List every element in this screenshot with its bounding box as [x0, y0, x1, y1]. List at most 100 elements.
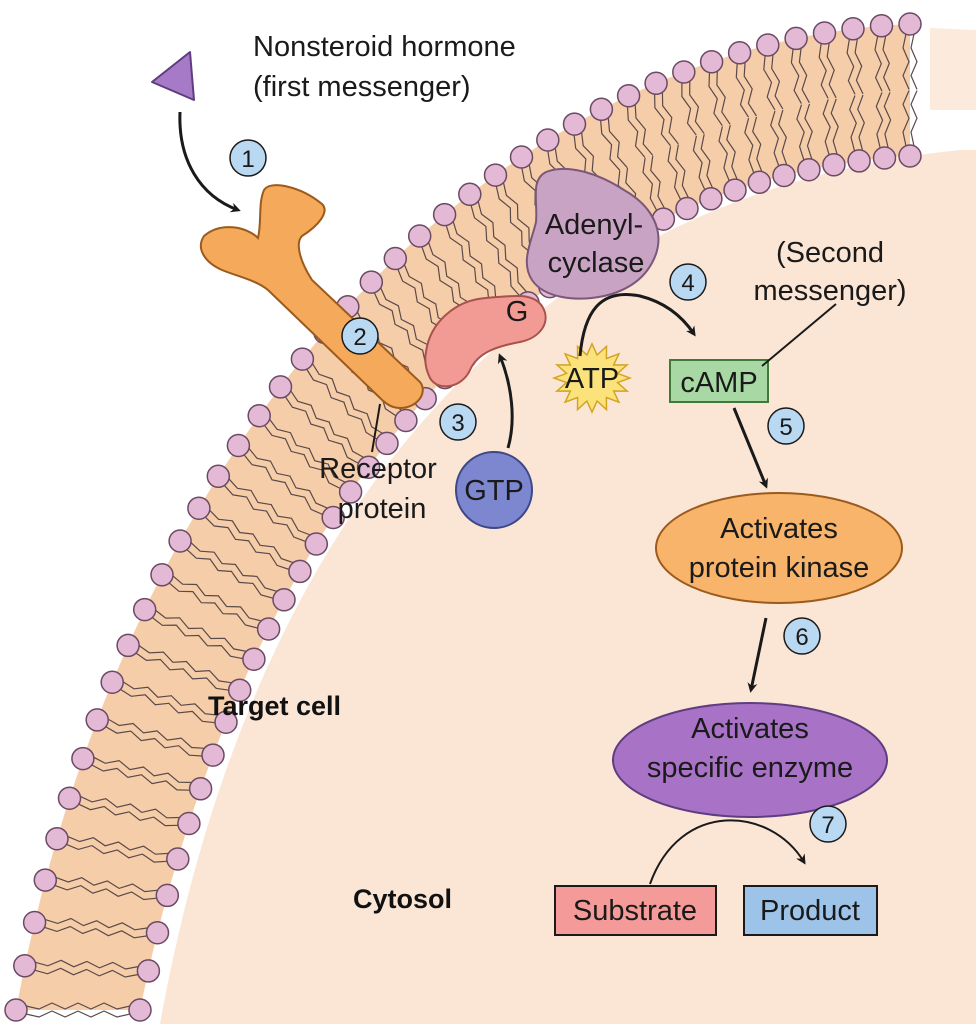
lipid-head: [33, 868, 58, 892]
lipid-tail: [168, 582, 216, 604]
step-badge-7: 7: [809, 805, 847, 843]
lipid-tail: [716, 70, 731, 125]
lipid-bilayer: [4, 12, 922, 1022]
lipid-tail: [223, 484, 268, 512]
lipid-tail: [105, 726, 156, 742]
lipid-head: [132, 597, 157, 622]
lipid-head: [187, 496, 211, 520]
step-number-1: 1: [241, 146, 254, 173]
lipid-tail: [86, 960, 139, 970]
lipid-tail: [67, 835, 119, 847]
lipid-head: [201, 743, 225, 767]
step-badge-2: 2: [341, 317, 379, 355]
lipid-head: [256, 617, 281, 641]
lipid-tail: [830, 98, 839, 155]
lipid-head: [116, 633, 140, 658]
lipid-head: [699, 187, 723, 211]
lipid-head: [128, 998, 152, 1022]
kinase-label-line2: protein kinase: [689, 552, 870, 584]
product-label: Product: [760, 895, 860, 927]
lipid-tail: [155, 609, 203, 630]
lipid-tail: [201, 627, 247, 652]
lipid-tail: [770, 110, 780, 167]
lipid-tail: [306, 368, 345, 403]
lipid-tail: [95, 928, 148, 939]
atp-label: ATP: [565, 363, 619, 395]
lipid-tail: [138, 644, 187, 663]
lipid-tail: [373, 292, 408, 332]
lipid-tail: [122, 681, 172, 698]
lipid-head: [304, 532, 329, 556]
arrow-substrate-to-product: [649, 819, 806, 885]
lipid-head: [206, 464, 231, 489]
lipid-tail: [86, 968, 139, 978]
hormone-label-line1: Nonsteroid hormone: [253, 31, 516, 63]
lipid-tail: [105, 888, 157, 901]
lipid-tail: [252, 533, 294, 564]
lipid-head: [727, 41, 752, 65]
lipid-head: [272, 588, 296, 612]
lipid-tail: [142, 766, 193, 784]
lipid-head: [247, 403, 271, 428]
lipid-tail: [284, 481, 324, 516]
lipid-tail: [290, 390, 330, 423]
lipid-tail: [65, 843, 118, 855]
lipid-tail: [55, 876, 108, 886]
lipid-tail: [421, 246, 453, 289]
lipid-tail: [397, 268, 430, 310]
lipid-tail: [248, 447, 291, 477]
step-badge-5: 5: [767, 407, 805, 445]
lipid-head: [150, 563, 174, 587]
lipid-tail: [452, 221, 483, 265]
lipid-tail: [874, 35, 883, 92]
lipid-tail: [107, 718, 158, 734]
lipid-tail: [79, 795, 132, 808]
lipid-tail: [581, 132, 603, 182]
lipid-head: [145, 920, 170, 945]
adenylyl-cyclase: [525, 167, 660, 300]
arrow-kinase-to-enzyme: [747, 617, 768, 693]
lipid-tail: [849, 95, 857, 152]
lipid-tail: [675, 144, 690, 199]
lipid-tail: [910, 33, 918, 90]
lipid-head: [394, 408, 418, 433]
lipid-tail: [504, 245, 528, 293]
arrow-hormone-to-receptor: [178, 111, 241, 213]
lipid-head: [562, 112, 587, 136]
lipid-tail: [182, 668, 229, 691]
leader-receptor: [371, 403, 381, 453]
hormone-label-line2: (first messenger): [253, 71, 471, 103]
lipid-tail: [128, 811, 179, 827]
lipid-head: [359, 270, 384, 294]
step-badge-3: 3: [439, 403, 477, 441]
lipid-tail: [875, 92, 884, 149]
g-protein-label: G: [506, 296, 529, 328]
lipid-tail: [263, 424, 305, 456]
lipid-head: [509, 145, 534, 169]
lipid-head: [797, 157, 821, 182]
cytosol-label: Cytosol: [353, 884, 452, 914]
lipid-head: [290, 347, 315, 371]
lipid-tail: [78, 803, 130, 816]
lipid-head: [242, 647, 266, 671]
lipid-tail: [230, 570, 274, 599]
lipid-head: [772, 163, 796, 188]
second-messenger-label-line1: (Second: [776, 237, 884, 269]
step-badge-1: 1: [229, 139, 267, 177]
lipid-tail: [681, 82, 697, 136]
lipid-head: [616, 83, 641, 108]
lipid-tail: [818, 43, 829, 99]
lipid-tail: [44, 917, 98, 927]
lipid-head: [85, 708, 109, 732]
lipid-tail: [168, 702, 216, 724]
lipid-head: [214, 710, 238, 734]
adenyl-label-line2: cyclase: [548, 247, 645, 279]
lipid-head: [227, 678, 252, 702]
lipid-tail: [190, 541, 236, 566]
step-badge-6: 6: [783, 617, 821, 655]
lipid-tail: [209, 509, 254, 535]
lipid-tail: [130, 803, 180, 819]
camp-label: cAMP: [680, 367, 757, 399]
lipid-tail: [700, 134, 714, 189]
lipid-tail: [692, 135, 706, 191]
